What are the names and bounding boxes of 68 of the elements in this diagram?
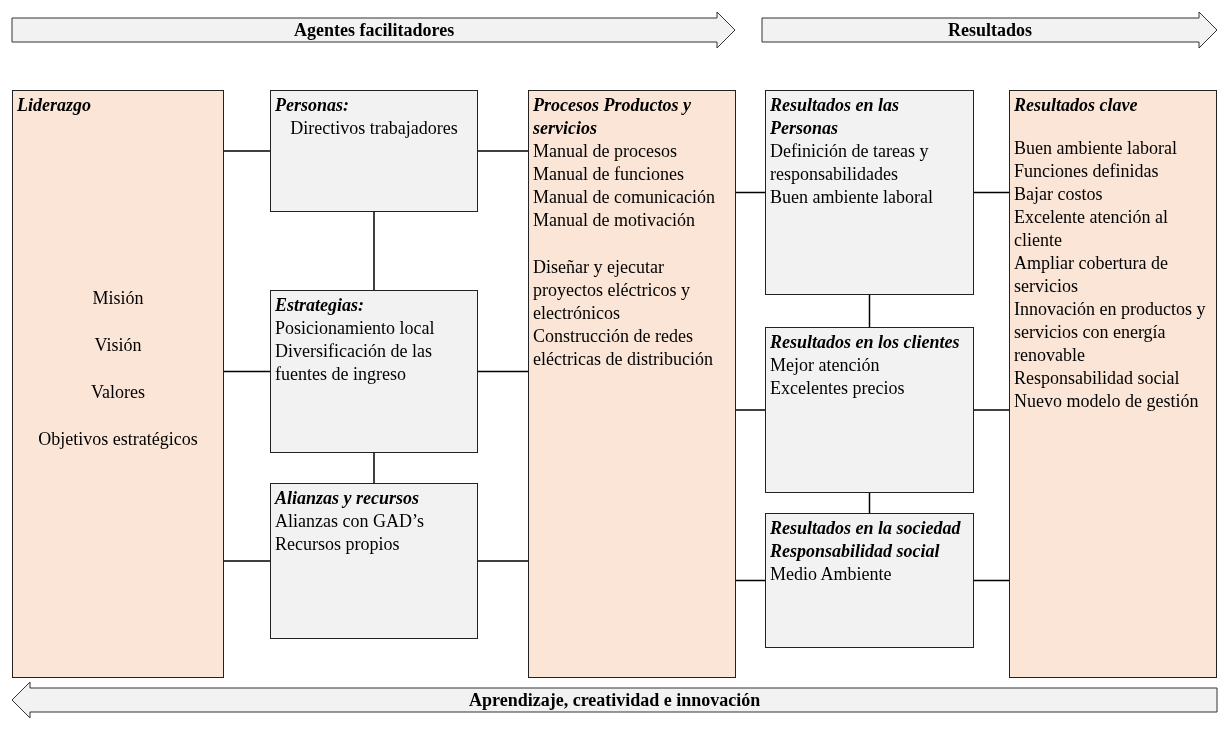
box-heading: Resultados clave (1014, 94, 1139, 117)
box-text: Definición de tareas y responsabilidades (770, 140, 930, 186)
box-text: Innovación en productos y servicios con energía renovable (1014, 298, 1207, 367)
box-text: Buen ambiente laboral (770, 186, 934, 209)
connector-line (735, 409, 766, 411)
connector-line (868, 294, 871, 328)
box-text: Medio Ambiente (770, 563, 893, 586)
box-text: Diseñar y ejecutar proyectos eléctricos y electrónicos (533, 256, 691, 325)
banner-title: Resultados (948, 19, 1032, 41)
arrow-banner (762, 12, 1217, 48)
box-text: Responsabilidad social (1014, 367, 1181, 390)
arrow-banner (12, 12, 735, 48)
box-text: Nuevo modelo de gestión (1014, 390, 1200, 413)
connector-line (973, 409, 1010, 411)
box-heading: Resultados en la sociedad Responsabilidad social (770, 517, 962, 563)
connector-line (973, 191, 1010, 194)
box-heading: Personas: (275, 94, 350, 117)
criterion-box (270, 483, 478, 639)
connector-line (223, 150, 271, 152)
banner-title: Aprendizaje, creatividad e innovación (469, 689, 761, 711)
box-text: Buen ambiente laboral (1014, 137, 1178, 160)
box-heading: Liderazgo (17, 94, 92, 117)
criterion-box (270, 290, 478, 453)
box-text: Funciones definidas (1014, 160, 1160, 183)
connector-line (973, 579, 1010, 582)
criterion-box (270, 90, 478, 212)
box-text: Alianzas con GAD’s (275, 510, 425, 533)
box-text: Posicionamiento local (275, 317, 436, 340)
connector-line (223, 370, 271, 373)
box-text: Objetivos estratégicos (37, 428, 199, 451)
box-heading: Resultados en los clientes (770, 331, 961, 354)
criterion-box (765, 327, 974, 493)
box-text: Construcción de redes eléctricas de distribución (533, 325, 714, 371)
criterion-box (765, 513, 974, 648)
box-text: Valores (90, 381, 146, 404)
box-text: Excelente atención al cliente (1014, 206, 1169, 252)
box-text: Mejor atención (770, 354, 881, 377)
criterion-box (528, 90, 736, 678)
box-text: Diversificación de las fuentes de ingreso (275, 340, 433, 386)
box-text: Visión (93, 334, 143, 357)
connector-line (373, 211, 375, 291)
box-heading: Estrategias: (275, 294, 365, 317)
box-text: Manual de procesos (533, 140, 678, 163)
connector-line (735, 579, 766, 582)
criterion-box (1009, 90, 1217, 678)
connector-line (477, 150, 529, 152)
connector-line (477, 370, 529, 373)
box-text: Manual de funciones (533, 163, 685, 186)
box-heading: Procesos Productos y servicios (533, 94, 692, 140)
box-text: Misión (91, 287, 145, 310)
box-heading: Alianzas y recursos (275, 487, 421, 510)
arrow-banner (12, 682, 1217, 718)
box-text: Bajar costos (1014, 183, 1104, 206)
box-text: Manual de motivación (533, 209, 696, 232)
connector-line (735, 191, 766, 194)
box-text: Excelentes precios (770, 377, 906, 400)
box-text: Manual de comunicación (533, 186, 716, 209)
box-text: Ampliar cobertura de servicios (1014, 252, 1169, 298)
connector-line (223, 560, 271, 562)
criterion-box (12, 90, 224, 678)
banner-title: Agentes facilitadores (294, 19, 455, 41)
box-heading: Resultados en las Personas (770, 94, 901, 140)
connector-line (477, 560, 529, 562)
criterion-box (765, 90, 974, 295)
box-text: Directivos trabajadores (289, 117, 459, 140)
connector-line (373, 452, 375, 484)
connector-line (868, 492, 871, 514)
box-text: Recursos propios (275, 533, 401, 556)
